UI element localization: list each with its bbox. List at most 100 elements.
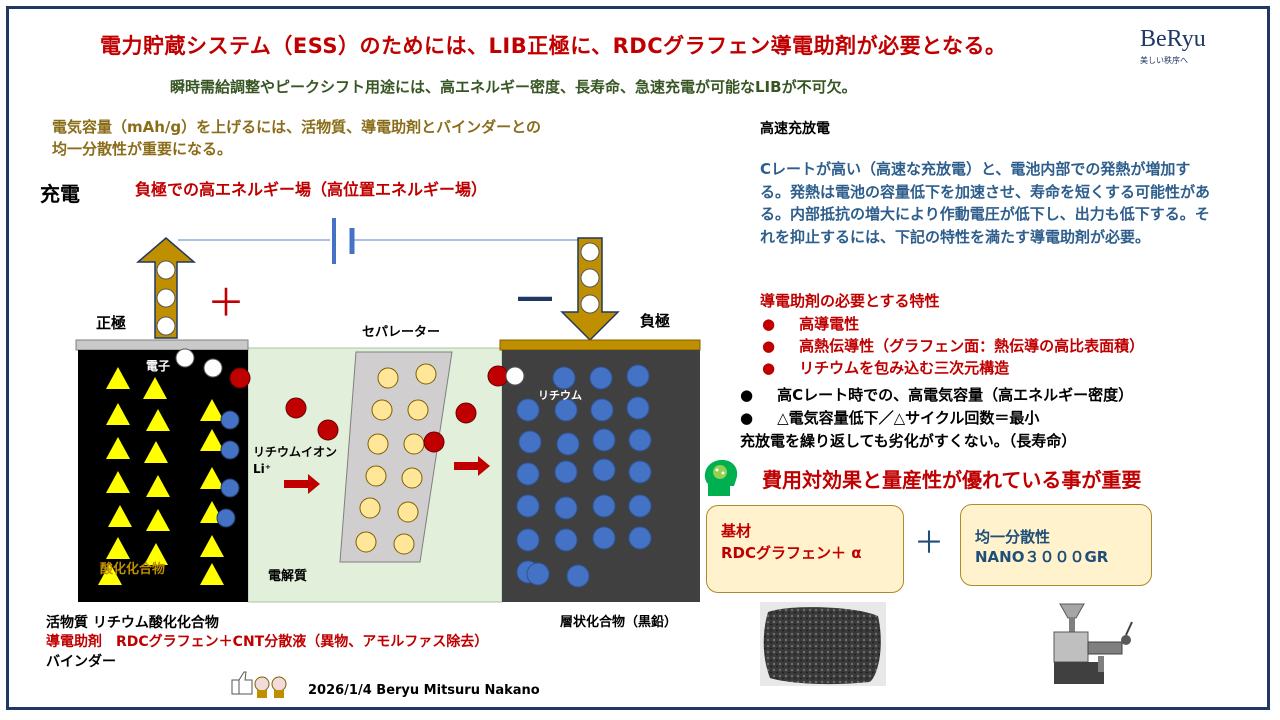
oxide-particle [108, 505, 132, 527]
electron [505, 366, 525, 386]
electron-label: 電子 [146, 359, 170, 373]
oxide-particle [146, 409, 170, 431]
graphite-particles [516, 364, 652, 588]
property-item: ●高導電性 [762, 315, 860, 333]
property-item: ●リチウムを包み込む三次元構造 [762, 359, 1010, 377]
graphite-particle [628, 460, 652, 484]
lithium-ion [487, 365, 509, 387]
graphite-particle [516, 494, 540, 518]
oxide-particle [200, 429, 224, 451]
oxide-particle [146, 509, 170, 531]
result-item: ●△電気容量低下／△サイクル回数＝最小 [740, 409, 1040, 427]
graphite-particle [552, 366, 576, 390]
negative-current-collector [499, 339, 701, 351]
separator-label: セパレーター [362, 325, 440, 340]
oxide-particle [200, 535, 224, 557]
graphite-particle [626, 396, 650, 420]
oxide-particle [200, 563, 224, 585]
intro-text: 電気容量（mAh/g）を上げるには、活物質、導電助剤とバインダーとの 均一分散性… [52, 116, 541, 160]
graphite-particle [626, 364, 650, 388]
electron [203, 358, 223, 378]
negative-field-label: 負極での高エネルギー場（高位置エネルギー場） [135, 180, 488, 199]
conductive-agent-label: 導電助剤 RDCグラフェン＋CNT分散液（異物、アモルファス除去） [46, 634, 489, 650]
slide-subtitle: 瞬時需給調整やピークシフト用途には、高エネルギー密度、長寿命、急速充電が可能なL… [170, 78, 857, 96]
separator-pore [367, 433, 389, 455]
ion-flow-arrow [454, 456, 490, 476]
oxide-particle [106, 471, 130, 493]
graphite-particle [592, 428, 616, 452]
oxide-particle [106, 437, 130, 459]
lithium-ion [317, 419, 339, 441]
property-item: ●高熱伝導性（グラフェン面：熱伝導の高比表面積） [762, 337, 1145, 355]
cathode-lithium [216, 508, 236, 528]
binder-label: バインダー [46, 654, 116, 670]
negative-electrode-label: 負極 [640, 312, 670, 330]
lithium-ion [229, 367, 251, 389]
separator-pore [403, 433, 425, 455]
cathode-lithium [220, 440, 240, 460]
positive-current-collector [75, 339, 249, 351]
graphite-particle [556, 432, 580, 456]
charge-label: 充電 [40, 182, 80, 206]
boxes-plus-sign: ＋ [914, 526, 944, 561]
base-material-box: 基材 RDCグラフェン＋ α [706, 505, 904, 593]
mascot-icon [254, 676, 287, 698]
property-item-text: リチウムを包み込む三次元構造 [799, 359, 1010, 377]
oxide-particle [200, 399, 224, 421]
graphite-particle [628, 428, 652, 452]
graphite-particle [516, 398, 540, 422]
oxide-label: 酸化化合物 [100, 561, 165, 577]
positive-electrode-label: 正極 [96, 314, 126, 332]
electron-up-arrow [135, 237, 197, 339]
properties-heading: 導電助剤の必要とする特性 [760, 292, 940, 310]
graphite-particle [554, 398, 578, 422]
logo-tagline: 美しい秩序へ [1140, 56, 1188, 65]
lithium-ion [455, 402, 477, 424]
intro-line-1: 電気容量（mAh/g）を上げるには、活物質、導電助剤とバインダーとの [52, 118, 541, 136]
intro-line-2: 均一分散性が重要になる。 [52, 140, 233, 158]
base-box-line-2: RDCグラフェン＋ α [721, 544, 862, 562]
result-item: ●高Cレート時での、高電気容量（高エネルギー密度） [740, 386, 1134, 404]
separator-pore [355, 531, 377, 553]
separator-pores [355, 363, 437, 555]
footer-credit: 2026/1/4 Beryu Mitsuru Nakano [308, 683, 540, 698]
result-note: 充放電を繰り返しても劣化がすくない。（長寿命） [740, 432, 1077, 450]
cost-heading: 費用対効果と量産性が優れている事が重要 [762, 468, 1142, 492]
graphite-particle [554, 496, 578, 520]
graphite-particle [590, 398, 614, 422]
dispersion-box: 均一分散性 NANO３０００GR [960, 504, 1152, 586]
separator-pore [415, 363, 437, 385]
brain-head-icon [704, 459, 738, 496]
result-item-text: △電気容量低下／△サイクル回数＝最小 [777, 409, 1040, 427]
graphene-powder-image [760, 602, 886, 686]
graphite-particle [628, 494, 652, 518]
graphite-particle [516, 462, 540, 486]
dispersion-box-line-1: 均一分散性 [975, 528, 1051, 546]
graphite-particle [592, 526, 616, 550]
oxide-particle [106, 537, 130, 559]
cathode-lithium [220, 478, 240, 498]
minus-sign: ― [518, 277, 552, 317]
battery-diagram: ＋ ― 正極 負極 セパレーター 酸化化合物 電子 リチウム リチウムイオン L… [75, 218, 701, 698]
beryu-logo: BeRyu 美しい秩序へ [1140, 26, 1252, 74]
graphite-particle [516, 528, 540, 552]
separator-pore [359, 497, 381, 519]
electron [175, 348, 195, 368]
oxide-particle [146, 475, 170, 497]
separator-pore [407, 399, 429, 421]
logo-name: BeRyu [1140, 26, 1206, 52]
active-material-label: 活物質 リチウム酸化化合物 [46, 615, 219, 631]
separator-pore [401, 467, 423, 489]
property-item-text: 高導電性 [799, 315, 860, 333]
separator-pore [377, 367, 399, 389]
property-item-text: 高熱伝導性（グラフェン面：熱伝導の高比表面積） [799, 337, 1145, 355]
separator-pore [397, 501, 419, 523]
plus-sign: ＋ [207, 281, 245, 325]
graphite-particle [628, 526, 652, 550]
separator-pore [365, 465, 387, 487]
fast-charge-paragraph: Cレートが高い（高速な充放電）と、電池内部での発熱が増加する。発熱は電池の容量低… [760, 160, 1211, 246]
li-plus-label: Li⁺ [253, 462, 271, 476]
oxide-particle [106, 403, 130, 425]
base-box-line-1: 基材 [721, 522, 752, 540]
separator-pore [371, 399, 393, 421]
